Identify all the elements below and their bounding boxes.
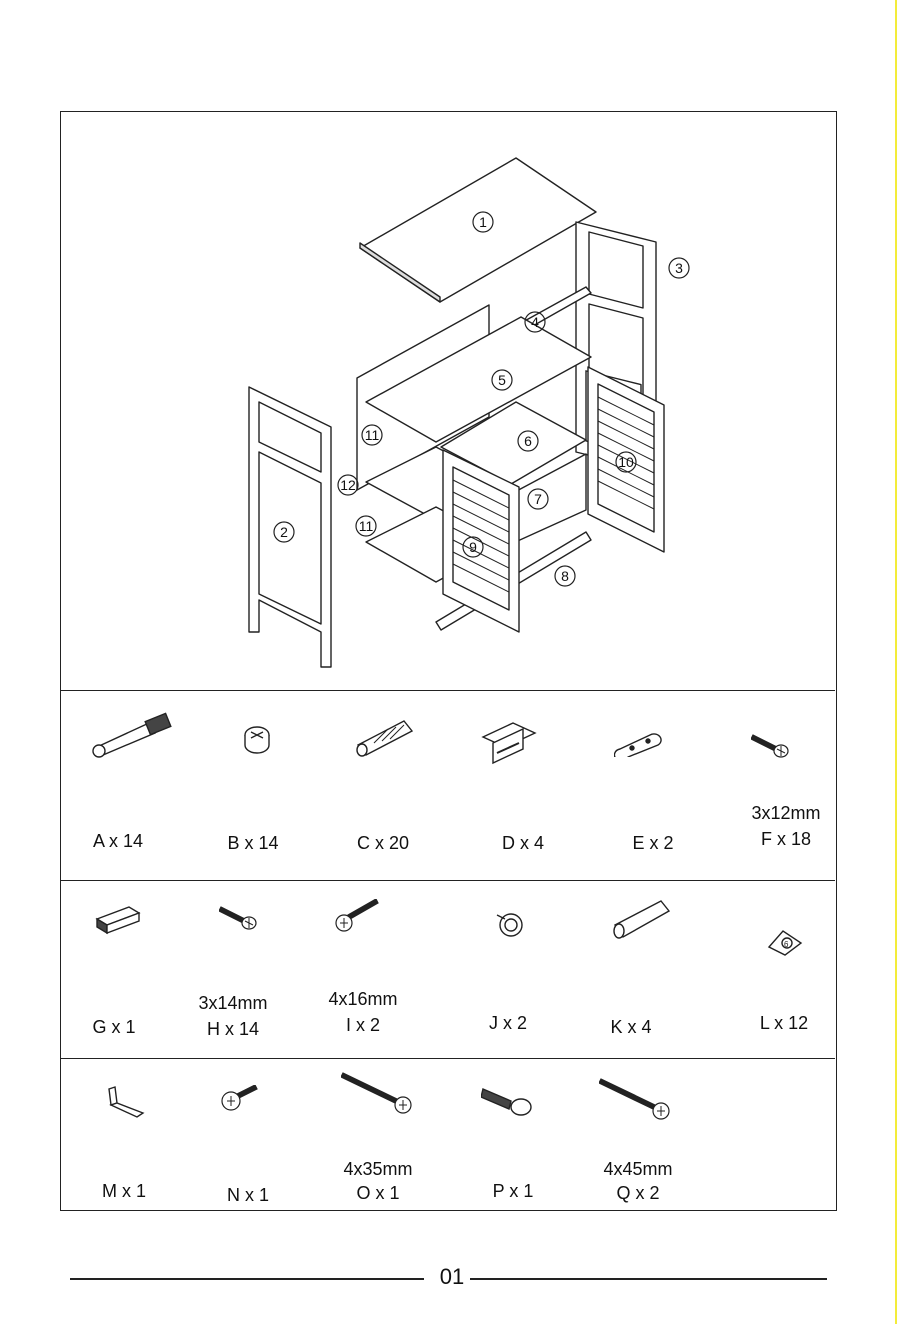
hardware-row-1: A x 14 B x 14 C x 20 [61, 690, 835, 881]
svg-text:6: 6 [524, 433, 532, 449]
page-number: 01 [430, 1264, 474, 1290]
page-footer: 01 [70, 1262, 827, 1292]
magnetic-catch-icon [93, 903, 143, 935]
svg-text:3: 3 [675, 260, 683, 276]
svg-text:6: 6 [784, 940, 789, 949]
hardware-row-2: G x 1 3x14mm H x 14 4x16mm [61, 880, 835, 1059]
svg-text:2: 2 [280, 524, 288, 540]
svg-text:7: 7 [534, 491, 542, 507]
strike-plate-icon [614, 729, 664, 757]
knob-icon [493, 907, 525, 939]
page-edge-line [895, 0, 897, 1324]
footer-rule-left [70, 1278, 424, 1280]
screw-icon [221, 1085, 261, 1115]
hardware-row-3: M x 1 N x 1 4x35mm O x 1 [61, 1058, 835, 1211]
screw-icon [751, 729, 791, 759]
screw-icon [334, 899, 384, 935]
svg-text:11: 11 [365, 427, 380, 443]
anti-tip-bracket-icon [105, 1085, 145, 1119]
exploded-assembly-diagram: 1 2 3 4 5 6 7 8 9 10 11 12 11 [61, 112, 835, 690]
instruction-sheet: 1 2 3 4 5 6 7 8 9 10 11 12 11 A x 14 [60, 111, 837, 1211]
cam-bolt-icon [89, 709, 181, 759]
long-screw-icon [599, 1075, 671, 1121]
long-screw-icon [341, 1069, 413, 1115]
svg-text:8: 8 [561, 568, 569, 584]
svg-text:4: 4 [531, 314, 539, 330]
footer-rule-right [470, 1278, 827, 1280]
shelf-pin-icon [611, 897, 673, 941]
hinge-icon [479, 717, 541, 767]
svg-text:5: 5 [498, 372, 506, 388]
cam-lock-icon [239, 721, 275, 757]
svg-text:9: 9 [469, 539, 477, 555]
screw-icon [219, 901, 259, 931]
svg-text:11: 11 [359, 518, 374, 534]
svg-text:12: 12 [340, 477, 356, 493]
wall-anchor-icon [481, 1083, 535, 1119]
svg-text:1: 1 [479, 214, 487, 230]
screw-cap-icon: 6 [765, 927, 805, 959]
svg-text:10: 10 [618, 454, 634, 470]
wooden-dowel-icon [354, 717, 416, 757]
